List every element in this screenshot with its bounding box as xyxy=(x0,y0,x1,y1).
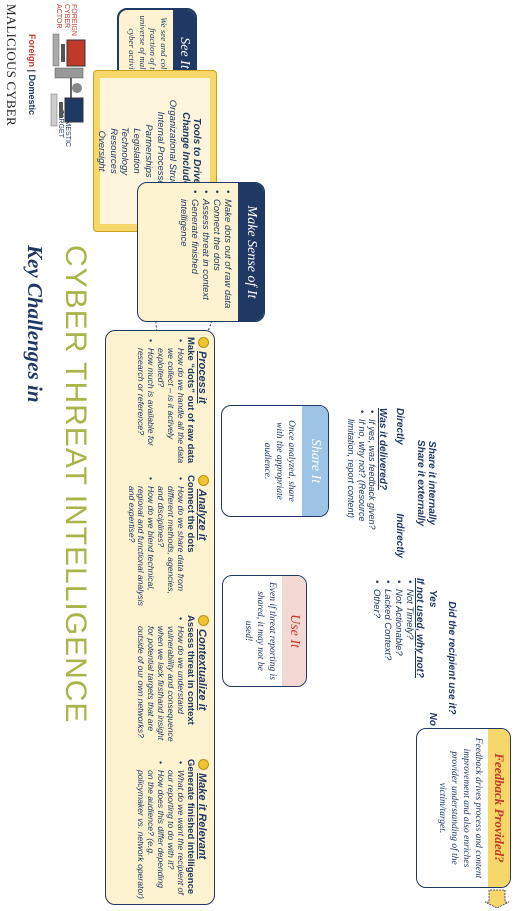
share-indirectly: Indirectly xyxy=(394,513,405,558)
share-delivered-bullet: If yes, was feedback given? xyxy=(367,419,377,558)
stage-dot-icon xyxy=(198,475,209,486)
tools-item: Technology xyxy=(119,126,131,176)
stage-relevant-bullets: What do we want the recipient of our rep… xyxy=(136,759,187,899)
stage-analyze-bullet: How do we blend technical, regional and … xyxy=(126,486,157,607)
use-reason: Lacked Context? xyxy=(381,589,393,738)
stage-contextualize-bullets: How do we understand vulnerability and c… xyxy=(136,615,187,751)
make-sense-item: Connect the dots xyxy=(210,199,222,315)
stage-analyze-name: Analyze it xyxy=(196,489,208,541)
stage-relevant-subtitle: Generate finished intelligence xyxy=(185,759,196,895)
title-line1: Key Challenges in xyxy=(23,245,47,403)
foreign-computer-icon xyxy=(52,33,86,79)
stage-contextualize-name: Contextualize it xyxy=(196,629,208,711)
make-sense-box: Make Sense of It Make dots out of raw da… xyxy=(137,182,265,322)
share-delivered-bullet: If no, why not? (Resource limitation, re… xyxy=(346,419,366,558)
stage-process-name: Process it xyxy=(196,351,208,404)
use-reason: Other? xyxy=(370,589,382,738)
stage-analyze-bullets: How do we share data from different meth… xyxy=(126,475,186,607)
stage-analyze: Analyze it Connect the dots How do we sh… xyxy=(126,475,209,607)
stage-relevant-bullet: What do we want the recipient of our rep… xyxy=(165,770,186,899)
domestic-computer-icon xyxy=(50,93,84,127)
computers-icon xyxy=(50,33,86,127)
stage-contextualize-subtitle: Assess threat in context xyxy=(185,615,196,725)
share-external: Share it externally xyxy=(415,439,426,527)
feedback-box: Feedback Provided? Feedback drives proce… xyxy=(416,728,511,888)
make-sense-title: Make Sense of It xyxy=(238,183,264,321)
logo-foreign-label: Foreign xyxy=(27,34,37,67)
share-it-box: Share It Once analyzed, share with the a… xyxy=(221,405,329,517)
stage-process-bullet: How do we handle all the data we collect… xyxy=(155,348,186,467)
make-sense-item: Make dots out of raw data xyxy=(221,199,233,315)
make-sense-list: Make dots out of raw data Connect the do… xyxy=(177,183,238,321)
stage-process-bullet: How much is available for research or re… xyxy=(136,348,157,467)
use-reason: Not Actionable? xyxy=(392,589,404,738)
share-delivered-question: Was it delivered? xyxy=(377,408,388,491)
title-line2: CYBER THREAT INTELLIGENCE xyxy=(59,245,92,724)
stage-process-subtitle: Make “dots” out of raw data xyxy=(185,337,196,464)
tools-item: Resources xyxy=(107,128,119,174)
share-it-text: Once analyzed, share with the appropriat… xyxy=(262,420,296,502)
make-sense-item: Assess threat in context xyxy=(199,199,211,315)
logo-domestic-label: Domestic xyxy=(27,74,37,116)
share-method-row: Directly Indirectly xyxy=(394,408,405,558)
use-reason: Not Timely? xyxy=(403,589,415,738)
tools-item: Oversight xyxy=(95,130,107,172)
stage-dot-icon xyxy=(198,337,209,348)
stage-contextualize-bullet: How do we understand vulnerability and c… xyxy=(136,626,187,751)
use-no: No xyxy=(427,712,438,726)
use-answer-row: Yes No xyxy=(427,578,438,738)
stage-relevant: Make it Relevant Generate finished intel… xyxy=(136,759,209,899)
logo-title-text: MALICIOUS CYBER ACTIVITY xyxy=(0,4,19,126)
stage-process-bullets: How do we handle all the data we collect… xyxy=(136,337,187,467)
use-it-text: Even if threat reporting is shared, it m… xyxy=(243,582,277,680)
network-node-icon xyxy=(72,83,82,93)
stage-analyze-bullet: How do we share data from different meth… xyxy=(155,486,186,607)
logo-legend: Foreign | Domestic xyxy=(27,34,37,116)
use-why-not: If not used, why not? xyxy=(414,578,425,678)
stage-process: Process it Make “dots” out of raw data H… xyxy=(136,337,209,467)
logo-title: MALICIOUS CYBER ACTIVITY xyxy=(0,4,19,154)
share-internal: Share it internally xyxy=(426,441,437,525)
share-delivered-bullets: If yes, was feedback given? If no, why n… xyxy=(346,408,377,558)
share-directly: Directly xyxy=(394,408,405,445)
stage-dot-icon xyxy=(198,759,209,770)
use-reasons: Not Timely? Not Actionable? Lacked Conte… xyxy=(370,578,415,738)
stage-relevant-bullet: How does this differ depending on the au… xyxy=(136,770,167,899)
stage-analyze-subtitle: Connect the dots xyxy=(185,475,196,553)
use-it-title: Use It xyxy=(282,576,306,686)
feedback-text: Feedback drives process and content impr… xyxy=(437,737,483,879)
stage-dot-icon xyxy=(198,615,209,626)
share-details: Share it internally Share it externally … xyxy=(346,408,437,558)
use-question: Did the recipient use it? xyxy=(446,601,457,715)
use-details: Did the recipient use it? Yes No If not … xyxy=(370,578,457,738)
share-it-title: Share It xyxy=(302,406,328,516)
feedback-arrow-icon xyxy=(484,889,509,908)
stages-panel: Process it Make “dots” out of raw data H… xyxy=(105,330,215,905)
stage-contextualize: Contextualize it Assess threat in contex… xyxy=(136,615,209,751)
make-sense-item: Generate finished intelligence xyxy=(177,199,200,315)
feedback-title: Feedback Provided? xyxy=(488,729,510,887)
use-yes: Yes xyxy=(427,590,438,608)
stage-relevant-name: Make it Relevant xyxy=(196,773,208,860)
use-it-box: Use It Even if threat reporting is share… xyxy=(222,575,307,687)
